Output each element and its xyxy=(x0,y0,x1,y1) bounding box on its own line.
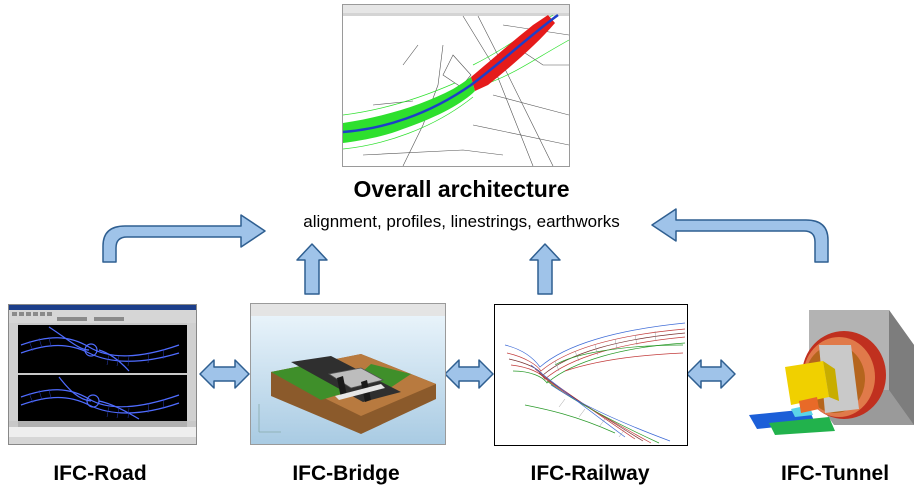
overall-architecture-image xyxy=(342,4,570,167)
bridge-up-arrow xyxy=(296,243,328,295)
tunnel-to-architecture-arrow xyxy=(651,208,829,263)
railway-up-arrow xyxy=(529,243,561,295)
ifc-tunnel-label: IFC-Tunnel xyxy=(780,462,890,485)
diagram-title: Overall architecture xyxy=(353,176,570,202)
road-bridge-double-arrow xyxy=(199,359,250,389)
ifc-tunnel-image xyxy=(739,305,923,445)
ifc-road-image xyxy=(8,304,197,445)
ifc-bridge-label: IFC-Bridge xyxy=(292,462,400,485)
ifc-railway-label: IFC-Railway xyxy=(530,462,650,485)
ifc-bridge-image xyxy=(250,303,446,445)
ifc-road-label: IFC-Road xyxy=(53,462,147,485)
bridge-railway-double-arrow xyxy=(444,359,494,389)
ifc-railway-image xyxy=(494,304,688,446)
diagram-subtitle: alignment, profiles, linestrings, earthw… xyxy=(303,212,620,231)
railway-tunnel-double-arrow xyxy=(686,359,736,389)
road-to-architecture-arrow xyxy=(102,214,266,263)
